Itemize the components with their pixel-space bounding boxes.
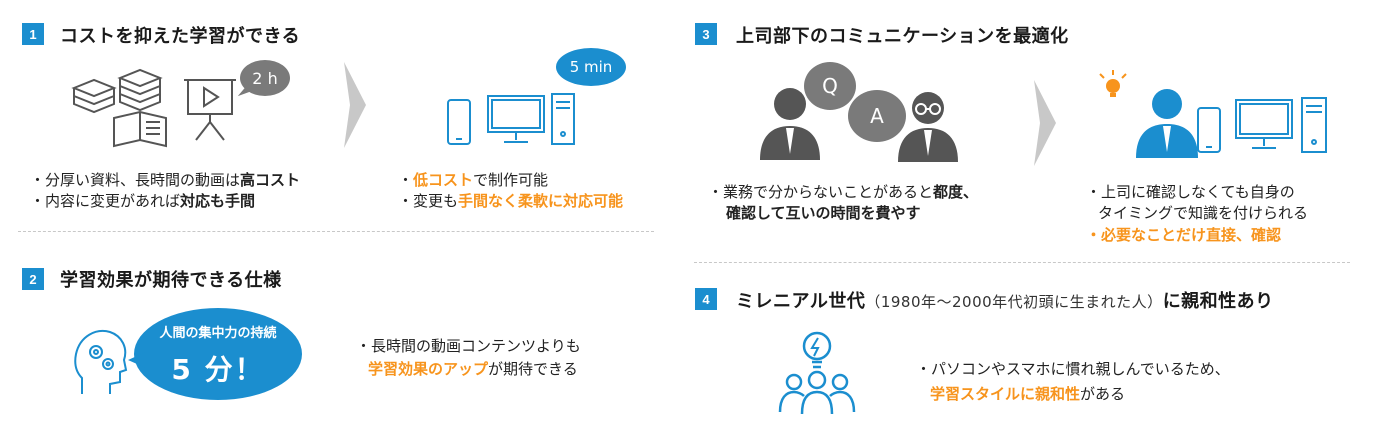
section4-line1: ・パソコンやスマホに慣れ親しんでいるため、 <box>916 360 1230 378</box>
section-divider <box>18 231 654 232</box>
section3-title: 上司部下のコミュニケーションを最適化 <box>736 26 1069 47</box>
section3-after-line1: ・上司に確認しなくても自身の <box>1086 183 1295 201</box>
section-divider <box>694 262 1350 263</box>
section4-line2: 学習スタイルに親和性がある <box>930 385 1126 403</box>
section1-before-line1: ・分厚い資料、長時間の動画は高コスト <box>30 171 301 189</box>
section3-after-line2: タイミングで知識を付けられる <box>1098 204 1309 222</box>
time-bubble-2h: 2 h <box>240 60 290 96</box>
section2-number-badge: 2 <box>22 268 44 290</box>
arrow-right-icon <box>1034 80 1056 166</box>
video-screen-icon <box>182 76 238 142</box>
person-icon <box>1136 86 1198 158</box>
section2-line1: ・長時間の動画コンテンツよりも <box>356 337 581 355</box>
devices-icon <box>1196 96 1330 156</box>
section4-title: ミレニアル世代（1980年～2000年代初頭に生まれた人）に親和性あり <box>736 291 1274 312</box>
person-icon <box>760 84 820 160</box>
section3-after-line3: ・必要なことだけ直接、確認 <box>1086 226 1282 244</box>
section2-title: 学習効果が期待できる仕様 <box>60 270 282 291</box>
section1-before-line2: ・内容に変更があれば対応も手間 <box>30 192 256 210</box>
person-glasses-icon <box>898 88 958 162</box>
section1-number-badge: 1 <box>22 23 44 45</box>
section3-number-badge: 3 <box>695 23 717 45</box>
section2-line2: 学習効果のアップが期待できる <box>368 360 578 378</box>
concentration-minutes: 5 分！ <box>171 353 265 386</box>
concentration-bubble <box>134 308 302 400</box>
section4-number-badge: 4 <box>695 288 717 310</box>
section3-before-line1: ・業務で分からないことがあると都度、 <box>708 183 979 201</box>
question-bubble: Q <box>804 62 856 110</box>
books-icon <box>70 66 175 148</box>
section1-after-line1: ・低コストで制作可能 <box>398 171 549 189</box>
lightbulb-icon <box>1096 70 1130 100</box>
section3-before-line2: 確認して互いの時間を費やす <box>726 204 921 222</box>
idea-team-icon <box>772 330 862 416</box>
brain-gears-icon <box>74 326 128 396</box>
time-bubble-5min: 5 min <box>556 48 626 86</box>
bubble-tail <box>128 352 146 368</box>
answer-bubble: A <box>848 90 906 142</box>
section1-title: コストを抑えた学習ができる <box>60 26 301 47</box>
concentration-label: 人間の集中力の持続 <box>159 326 277 341</box>
arrow-right-icon <box>344 62 366 148</box>
section1-after-line2: ・変更も手間なく柔軟に対応可能 <box>398 192 624 210</box>
devices-icon <box>446 92 578 150</box>
